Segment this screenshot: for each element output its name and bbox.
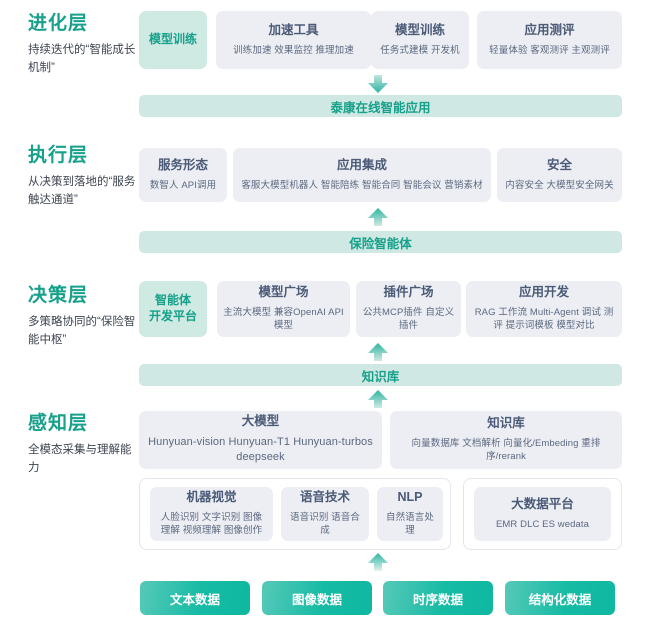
layer-label-evolution: 进化层 持续迭代的“智能成长机制” (28, 13, 140, 78)
card-title: 模型广场 (258, 285, 309, 300)
layer-title-evolution: 进化层 (28, 13, 89, 34)
card-title: 应用测评 (524, 23, 575, 38)
card-title: 智能体 开发平台 (148, 293, 197, 323)
card-title: 模型训练 (394, 23, 445, 38)
card-sub: 公共MCP插件 自定义插件 (362, 307, 455, 332)
card-title: 模型训练 (148, 32, 197, 47)
card-title: 加速工具 (268, 23, 319, 38)
arrow-up-icon (367, 553, 389, 571)
card-evolution-2[interactable]: 模型训练 任务式建模 开发机 (371, 11, 469, 69)
card-title: 语音技术 (299, 490, 350, 505)
card-sub: 向量数据库 文档解析 向量化/Embeding 重排序/rerank (411, 438, 601, 463)
bar-label: 知识库 (361, 369, 400, 384)
card-perception-vision[interactable]: 机器视觉 人脸识别 文字识别 图像理解 视频理解 图像创作 (150, 487, 273, 541)
card-title: 插件广场 (383, 285, 434, 300)
card-title: 服务形态 (157, 158, 208, 173)
card-title: 机器视觉 (186, 490, 237, 505)
arrow-down-icon (367, 75, 389, 93)
card-evolution-1[interactable]: 加速工具 训练加速 效果监控 推理加速 (216, 11, 371, 69)
layer-desc-evolution: 持续迭代的“智能成长机制” (28, 43, 136, 74)
data-chip-0[interactable]: 文本数据 (140, 581, 250, 615)
bar-evolution[interactable]: 泰康在线智能应用 (139, 95, 622, 117)
card-sub: 主流大模型 兼容OpenAI API模型 (223, 307, 344, 332)
card-evolution-0[interactable]: 模型训练 (139, 11, 207, 69)
bar-label: 泰康在线智能应用 (330, 100, 431, 115)
card-title: 安全 (546, 158, 572, 173)
card-sub: 语音识别 语音合成 (290, 512, 360, 537)
card-sub: 自然语言处理 (385, 512, 434, 537)
card-sub: 任务式建模 开发机 (380, 44, 460, 56)
card-title: 知识库 (487, 416, 525, 431)
card-decision-2[interactable]: 插件广场 公共MCP插件 自定义插件 (356, 281, 461, 337)
card-execution-2[interactable]: 安全 内容安全 大模型安全网关 (497, 148, 622, 202)
data-chip-label: 文本数据 (169, 592, 220, 607)
layer-desc-perception: 全模态采集与理解能力 (28, 443, 132, 474)
data-chip-label: 结构化数据 (528, 592, 592, 607)
card-title: 应用开发 (518, 285, 569, 300)
card-evolution-3[interactable]: 应用测评 轻量体验 客观测评 主观测评 (477, 11, 622, 69)
layer-label-perception: 感知层 全模态采集与理解能力 (28, 413, 140, 478)
layer-title-execution: 执行层 (28, 145, 89, 166)
card-title: 大模型 (241, 414, 280, 429)
data-chip-2[interactable]: 时序数据 (383, 581, 493, 615)
card-title: 大数据平台 (511, 497, 574, 512)
card-sub: 客服大模型机器人 智能陪练 智能合同 智能会议 营销素材 (241, 179, 483, 191)
card-sub: 训练加速 效果监控 推理加速 (233, 44, 354, 56)
card-perception-model[interactable]: 大模型 Hunyuan-vision Hunyuan-T1 Hunyuan-tu… (139, 411, 382, 469)
bar-label: 保险智能体 (349, 236, 412, 251)
layer-title-decision: 决策层 (28, 285, 89, 306)
layer-desc-decision: 多策略协同的“保险智能中枢” (28, 315, 136, 346)
card-perception-bigdata[interactable]: 大数据平台 EMR DLC ES wedata (474, 487, 611, 541)
layer-label-execution: 执行层 从决策到落地的“服务触达通道” (28, 145, 140, 210)
bar-decision[interactable]: 知识库 (139, 364, 622, 386)
data-chip-1[interactable]: 图像数据 (262, 581, 372, 615)
layer-desc-execution: 从决策到落地的“服务触达通道” (28, 175, 136, 206)
data-chip-3[interactable]: 结构化数据 (505, 581, 615, 615)
card-sub: 人脸识别 文字识别 图像理解 视频理解 图像创作 (160, 512, 263, 537)
card-decision-1[interactable]: 模型广场 主流大模型 兼容OpenAI API模型 (217, 281, 350, 337)
arrow-up-icon (367, 343, 389, 361)
card-sub: 内容安全 大模型安全网关 (505, 179, 614, 191)
data-chip-label: 图像数据 (291, 592, 342, 607)
layer-label-decision: 决策层 多策略协同的“保险智能中枢” (28, 285, 140, 350)
data-chip-label: 时序数据 (412, 592, 463, 607)
bar-execution[interactable]: 保险智能体 (139, 231, 622, 253)
card-execution-0[interactable]: 服务形态 数智人 API调用 (139, 148, 227, 202)
card-decision-0[interactable]: 智能体 开发平台 (139, 281, 207, 337)
card-execution-1[interactable]: 应用集成 客服大模型机器人 智能陪练 智能合同 智能会议 营销素材 (233, 148, 491, 202)
card-title: NLP (397, 490, 423, 505)
card-title: 应用集成 (336, 158, 387, 173)
arrow-up-icon (367, 390, 389, 408)
card-decision-3[interactable]: 应用开发 RAG 工作流 Multi-Agent 调试 测评 提示词模板 模型对… (466, 281, 622, 337)
card-sub: EMR DLC ES wedata (495, 518, 590, 530)
card-sub: 数智人 API调用 (149, 179, 217, 191)
card-perception-nlp[interactable]: NLP 自然语言处理 (377, 487, 443, 541)
card-perception-speech[interactable]: 语音技术 语音识别 语音合成 (281, 487, 369, 541)
card-sub: Hunyuan-vision Hunyuan-T1 Hunyuan-turbos… (148, 435, 373, 464)
card-perception-knowledge[interactable]: 知识库 向量数据库 文档解析 向量化/Embeding 重排序/rerank (390, 411, 622, 469)
card-sub: RAG 工作流 Multi-Agent 调试 测评 提示词模板 模型对比 (474, 307, 614, 332)
layer-title-perception: 感知层 (28, 413, 89, 434)
card-sub: 轻量体验 客观测评 主观测评 (489, 44, 610, 56)
arrow-up-icon (367, 208, 389, 226)
